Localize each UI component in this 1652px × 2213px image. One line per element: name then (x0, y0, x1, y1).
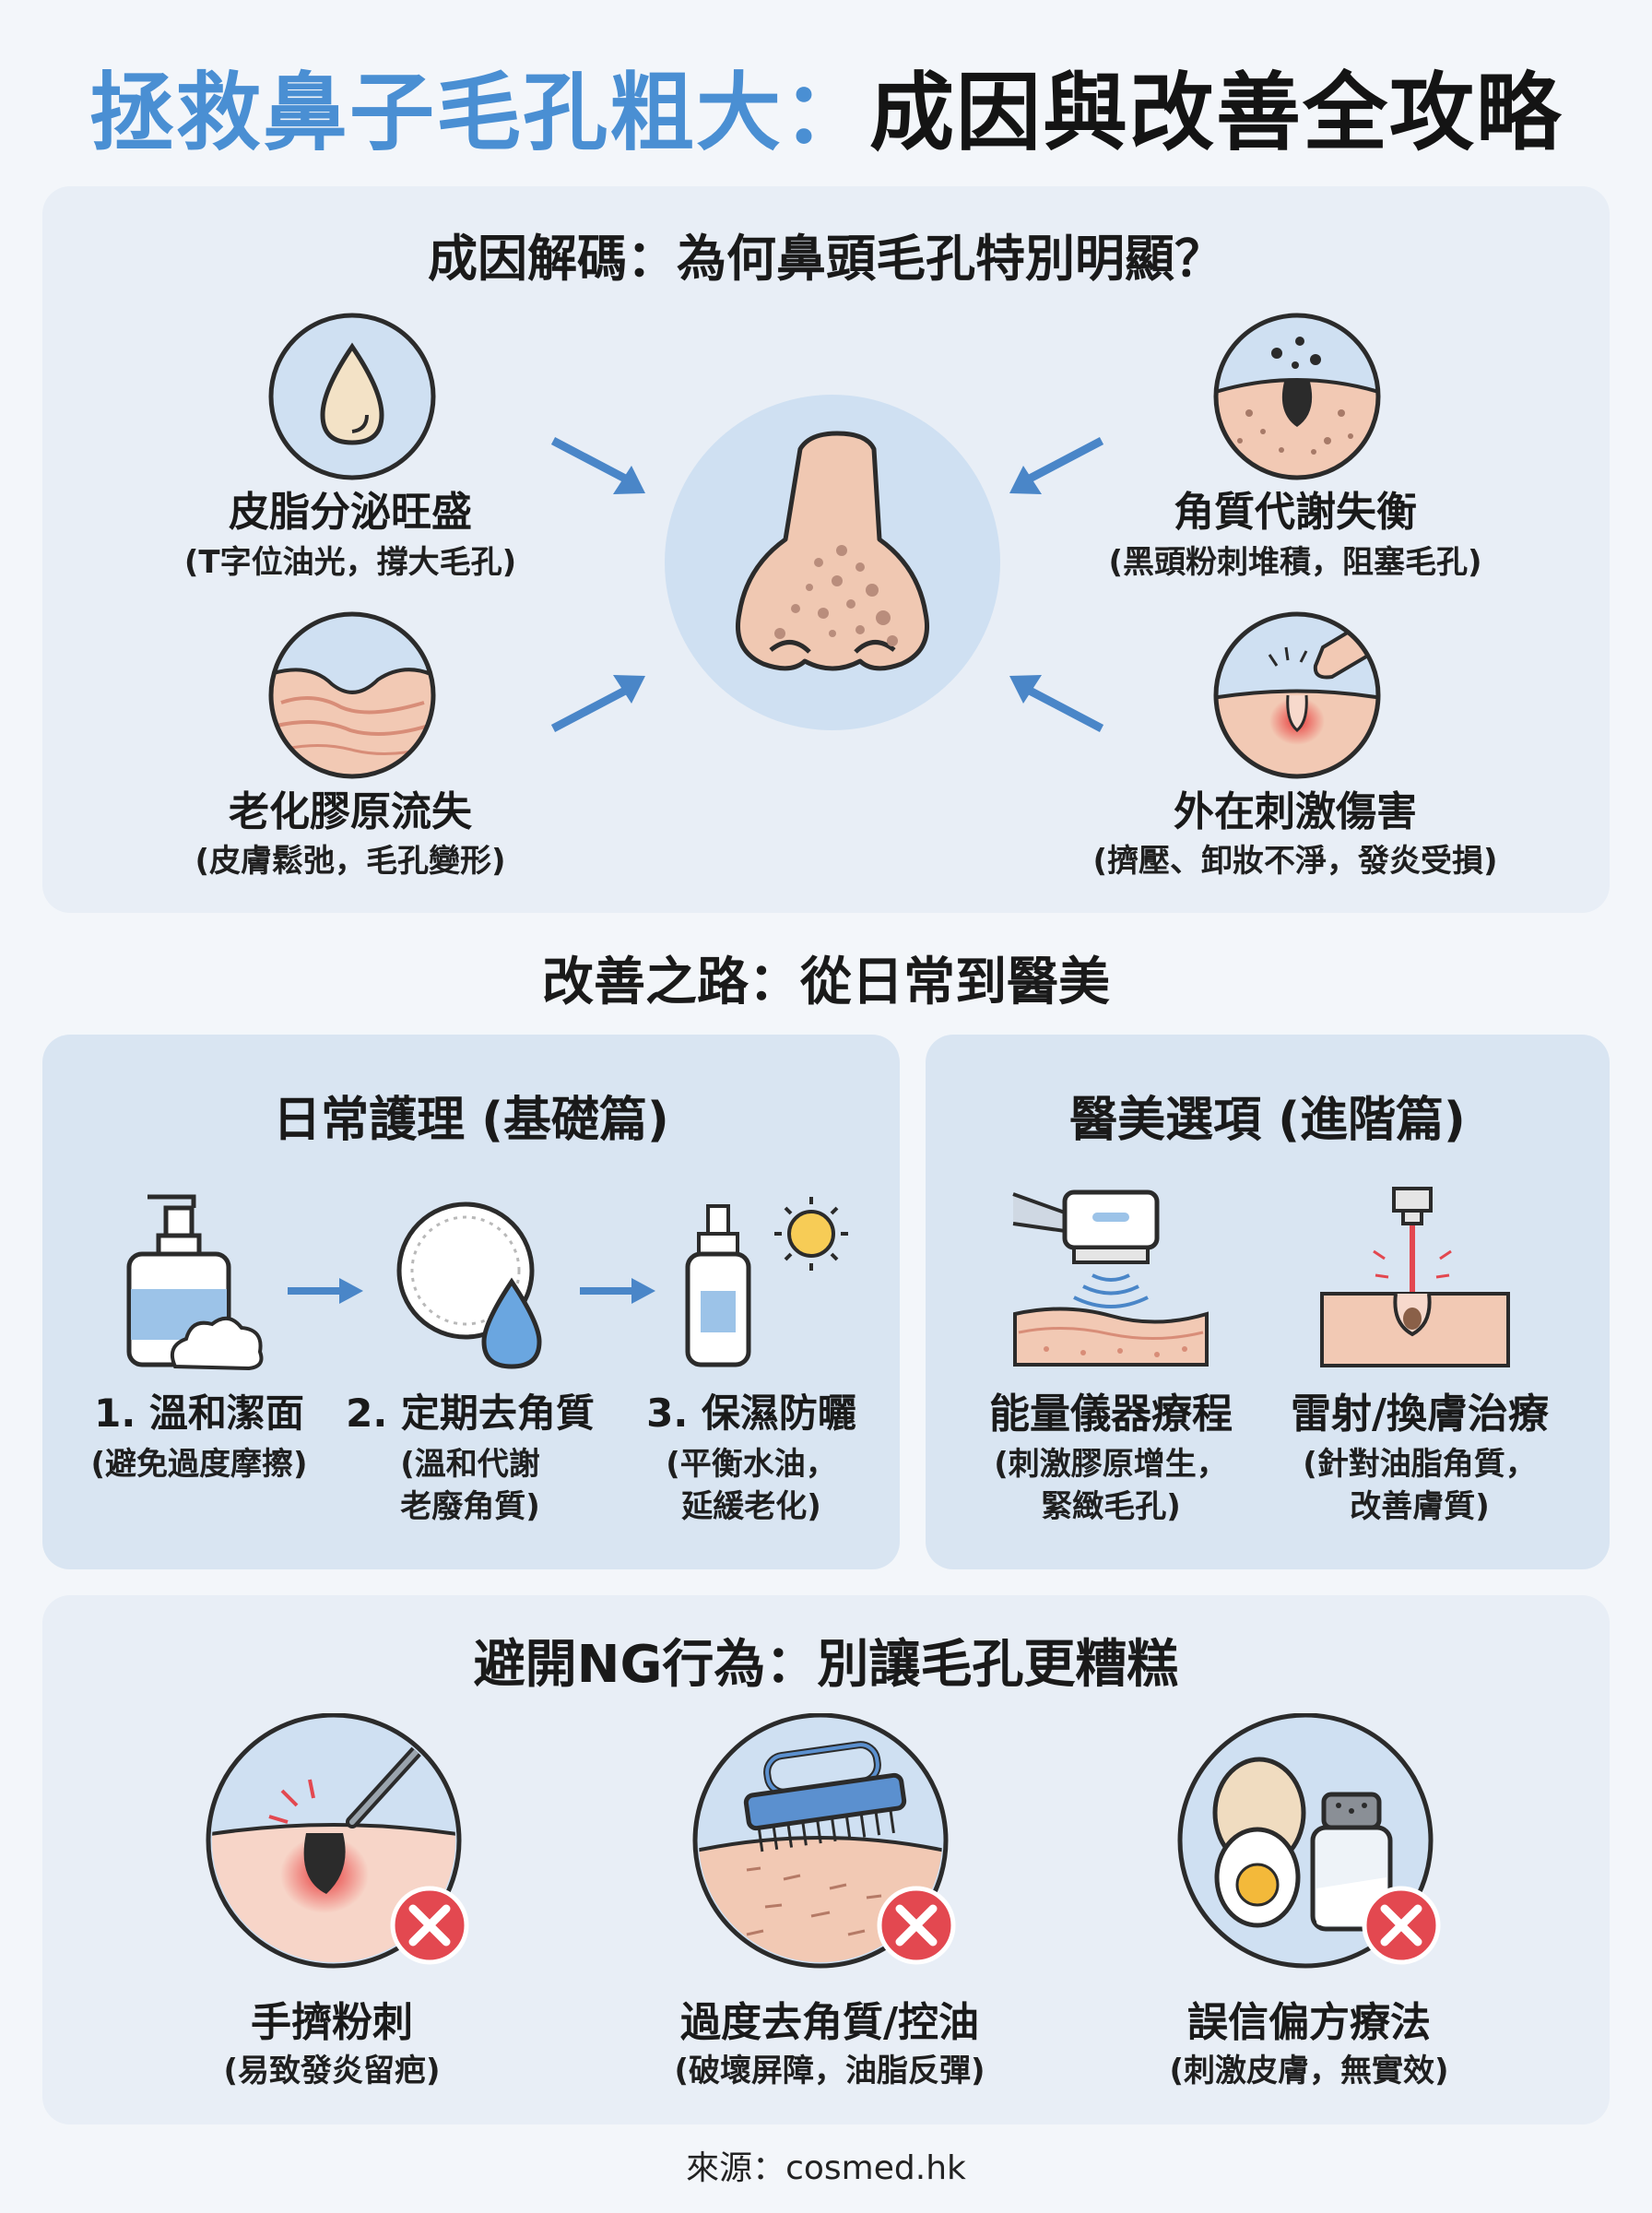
daily-step-label: 3. 保濕防曬 (646, 1391, 856, 1436)
arrow-icon (1009, 437, 1104, 494)
cause-label: 角質代謝失衡 (1174, 489, 1417, 536)
avoid-heading: 避開NG行為：別讓毛孔更糟糕 (473, 1635, 1179, 1695)
laser-icon (1320, 1187, 1510, 1367)
cause-label: 外在刺激傷害 (1174, 788, 1417, 835)
squeeze-tool-icon (206, 1713, 469, 1969)
causes-heading: 成因解碼：為何鼻頭毛孔特別明顯？ (428, 230, 1224, 288)
daily-step-label: 1. 溫和潔面 (94, 1391, 304, 1436)
daily-step-sub: (避免過度摩擦) (90, 1446, 308, 1483)
source-footer: 來源：cosmed.hk (686, 2149, 966, 2187)
medical-option-label: 雷射/換膚治療 (1290, 1391, 1550, 1438)
scrub-brush-icon (692, 1713, 956, 1969)
ng-label: 過度去角質/控油 (679, 1999, 980, 2046)
medical-option-label: 能量儀器療程 (989, 1391, 1233, 1438)
daily-step-sub: (溫和代謝 (400, 1446, 540, 1483)
improve-heading: 改善之路：從日常到醫美 (542, 953, 1110, 1012)
medical-option-sub: 緊緻毛孔) (1041, 1488, 1181, 1525)
ng-sub: (刺激皮膚，無實效) (1169, 2053, 1449, 2089)
nose-icon (665, 395, 1000, 730)
clogged-pore-icon (1213, 313, 1381, 480)
daily-step-sub: 延緩老化) (681, 1488, 821, 1525)
daily-step-sub: (平衡水油， (666, 1446, 837, 1483)
cause-label: 老化膠原流失 (229, 788, 472, 835)
arrow-icon (288, 1278, 363, 1304)
cause-label: 皮脂分泌旺盛 (229, 489, 472, 536)
cause-sub: (黑頭粉刺堆積，阻塞毛孔) (1108, 544, 1482, 581)
medical-option-sub: 改善膚質) (1350, 1488, 1490, 1525)
ng-label: 誤信偏方療法 (1187, 1999, 1431, 2046)
skin-layers-icon (268, 611, 436, 779)
cause-sub: (擠壓、卸妝不淨，發炎受損) (1092, 843, 1498, 880)
oil-drop-icon (268, 313, 436, 480)
medical-heading: 醫美選項 (進階篇) (1069, 1093, 1466, 1148)
ng-sub: (破壞屏障，油脂反彈) (674, 2053, 985, 2089)
daily-step-sub: 老廢角質) (400, 1488, 540, 1525)
arrow-icon (550, 675, 645, 732)
arrow-icon (550, 437, 645, 494)
daily-care-heading: 日常護理 (基礎篇) (273, 1093, 669, 1148)
energy-device-icon (1012, 1189, 1209, 1367)
title-main: 成因與改善全攻略 (869, 64, 1564, 162)
ng-label: 手擠粉刺 (251, 1999, 413, 2046)
ng-sub: (易致發炎留疤) (223, 2053, 441, 2089)
title-highlight: 拯救鼻子毛孔粗大： (88, 64, 869, 162)
arrow-icon (1009, 675, 1104, 732)
cause-sub: (T字位油光，撐大毛孔) (183, 544, 517, 581)
sunscreen-icon (685, 1197, 848, 1367)
squeeze-pore-icon (1213, 611, 1381, 779)
daily-step-label: 2. 定期去角質 (346, 1391, 595, 1436)
arrow-icon (580, 1278, 655, 1304)
egg-salt-icon (1177, 1713, 1441, 1969)
cause-sub: (皮膚鬆弛，毛孔變形) (195, 843, 506, 880)
cotton-pad-icon (396, 1201, 542, 1369)
page-title: 拯救鼻子毛孔粗大：成因與改善全攻略 (0, 44, 1652, 167)
medical-option-sub: (針對油脂角質， (1303, 1446, 1537, 1483)
cleanser-icon (126, 1194, 264, 1371)
medical-option-sub: (刺激膠原增生， (994, 1446, 1228, 1483)
